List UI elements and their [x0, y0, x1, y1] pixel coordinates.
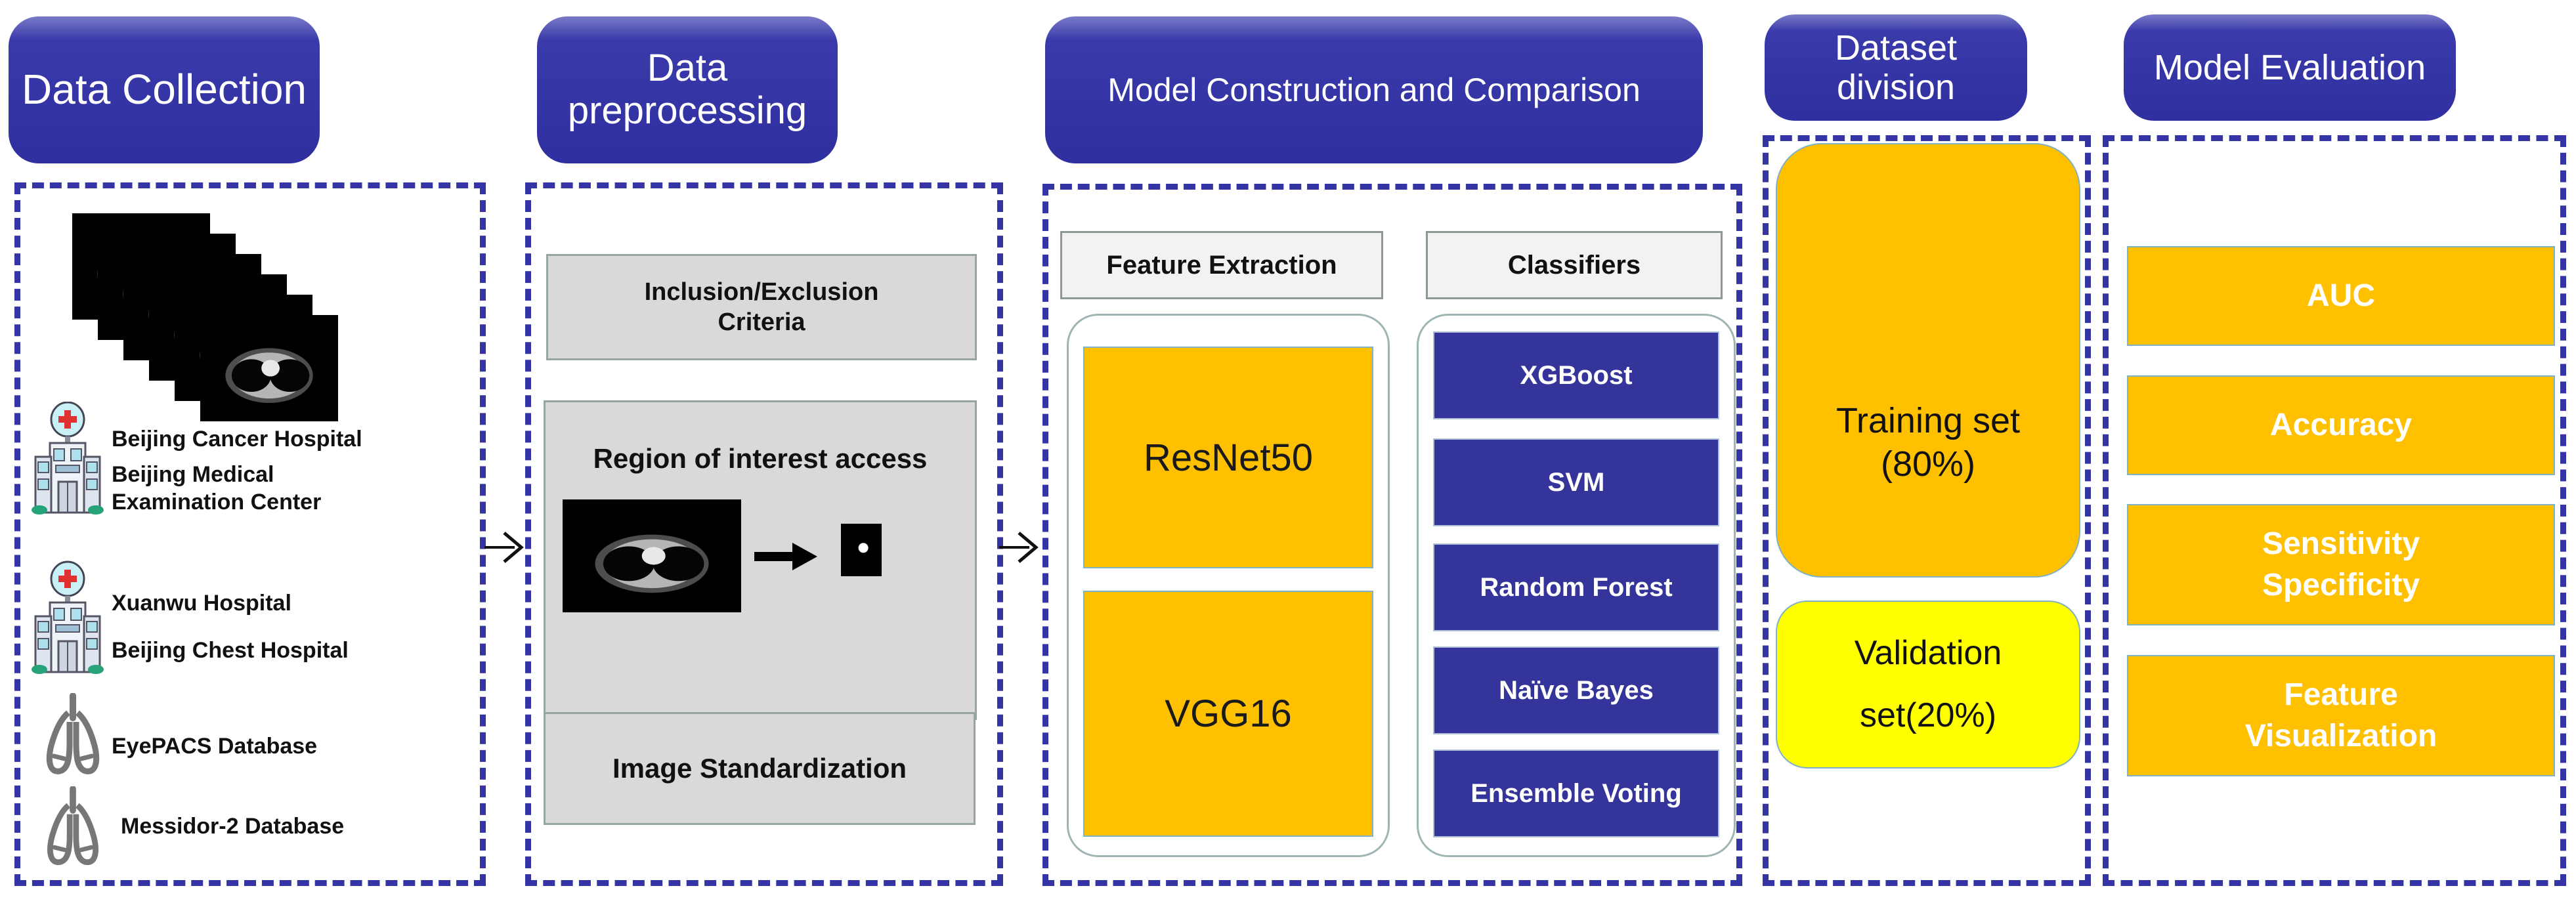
panel-model-construction	[1042, 184, 1742, 886]
training-set-line2: (80%)	[1880, 444, 1976, 484]
header-division-line1: Dataset	[1834, 28, 1958, 68]
header-dataset-division: Dataset division	[1765, 14, 2027, 121]
lungs-icon	[38, 693, 108, 781]
classifiers-label: Classifiers	[1426, 231, 1723, 299]
training-set-line1: Training set	[1835, 401, 2021, 440]
step-inclusion-line2: Criteria	[718, 308, 805, 336]
lungs-icon	[38, 786, 108, 872]
panel-dataset-division	[1763, 135, 2091, 886]
header-dataset-division-text: Dataset division	[1835, 28, 1957, 108]
header-division-line2: division	[1836, 68, 1956, 107]
hospital-icon	[32, 402, 104, 515]
panel-model-evaluation	[2103, 135, 2566, 886]
model-resnet50: ResNet50	[1083, 347, 1373, 568]
roi-nodule-image	[841, 524, 882, 576]
flow-arrow-1-icon	[484, 527, 526, 568]
classifier-random-forest: Random Forest	[1433, 543, 1719, 631]
training-set-box: Training set (80%)	[1776, 143, 2080, 578]
hospital-icon	[32, 559, 104, 676]
metric-specificity-line: Specificity	[2262, 567, 2420, 602]
ct-slice-icon	[200, 315, 338, 421]
roi-title: Region of interest access	[593, 443, 928, 474]
header-preprocessing-line1: Data	[647, 47, 728, 90]
panel-data-preprocessing	[525, 182, 1003, 886]
header-model-construction: Model Construction and Comparison	[1045, 16, 1703, 163]
flow-arrow-2-icon	[999, 527, 1041, 568]
header-preprocessing-line2: preprocessing	[567, 89, 807, 132]
validation-set-line1: Validation	[1854, 634, 2002, 672]
validation-set-box: Validation set(20%)	[1776, 601, 2080, 769]
source-label: Xuanwu Hospital	[112, 591, 291, 616]
roi-ct-image	[563, 499, 741, 612]
classifier-svm: SVM	[1433, 438, 1719, 526]
source-label: Beijing Chest Hospital	[112, 638, 349, 663]
source-label-line1: Beijing Medical	[112, 462, 274, 487]
model-vgg16: VGG16	[1083, 591, 1373, 837]
source-label: Beijing Cancer Hospital	[112, 427, 362, 452]
metric-sensitivity-specificity: Sensitivity Specificity	[2127, 504, 2555, 625]
step-inclusion-line1: Inclusion/Exclusion	[644, 278, 879, 306]
header-data-preprocessing: Data preprocessing	[537, 16, 838, 163]
validation-set-line2: set(20%)	[1859, 696, 1997, 734]
panel-data-collection	[14, 182, 486, 886]
metric-feature-line: Feature	[2284, 677, 2398, 713]
header-data-collection: Data Collection	[9, 16, 320, 163]
roi-arrow-icon	[754, 539, 820, 574]
step-region-of-interest: Region of interest access	[544, 400, 977, 720]
metric-sensitivity-line: Sensitivity	[2262, 526, 2420, 562]
source-label-line2: Examination Center	[112, 490, 322, 515]
source-label-2line: Beijing Medical Examination Center	[112, 461, 321, 516]
metric-accuracy: Accuracy	[2127, 375, 2555, 475]
source-label: Messidor-2 Database	[121, 814, 345, 839]
header-data-preprocessing-text: Data preprocessing	[568, 47, 807, 133]
classifier-ensemble-voting: Ensemble Voting	[1433, 749, 1719, 837]
classifier-xgboost: XGBoost	[1433, 331, 1719, 419]
metric-visualization-line: Visualization	[2244, 718, 2437, 753]
classifier-naive-bayes: Naïve Bayes	[1433, 646, 1719, 734]
step-inclusion-exclusion: Inclusion/Exclusion Criteria	[546, 254, 977, 360]
step-image-standardization: Image Standardization	[544, 712, 976, 825]
metric-feature-visualization: Feature Visualization	[2127, 655, 2555, 776]
feature-extraction-label: Feature Extraction	[1060, 231, 1383, 299]
source-label: EyePACS Database	[112, 734, 318, 759]
metric-auc: AUC	[2127, 246, 2555, 346]
header-model-evaluation: Model Evaluation	[2124, 14, 2456, 121]
